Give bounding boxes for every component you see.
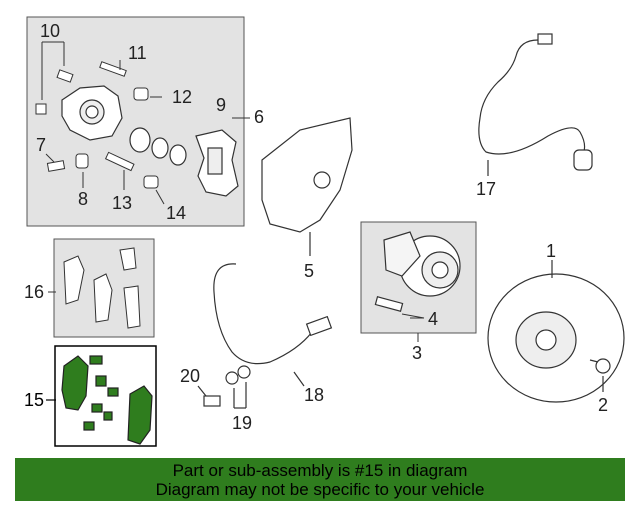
pad-clip-illustrations	[63, 247, 141, 329]
caliper-leader-lines	[41, 41, 250, 205]
callout-1: 1	[546, 241, 557, 261]
callout-9: 9	[216, 95, 227, 115]
callout-14: 14	[166, 203, 187, 223]
splash-shield-illustration	[261, 117, 353, 256]
bolt-illustrations	[35, 61, 159, 189]
callout-6: 6	[254, 107, 265, 127]
callout-4: 4	[428, 309, 439, 329]
caliper-assembly-panel	[26, 16, 250, 227]
callout-12: 12	[172, 87, 193, 107]
callout-8: 8	[78, 189, 89, 209]
hub-assembly-panel	[360, 221, 477, 342]
callout-2: 2	[598, 395, 609, 415]
callout-13: 13	[112, 193, 133, 213]
abs-sensor-upper-illustration	[478, 33, 593, 176]
piston-seal-illustration	[129, 127, 187, 166]
callout-7: 7	[36, 135, 47, 155]
rotor-screw-illustration	[589, 358, 611, 392]
abs-sensor-lower-illustration	[197, 263, 333, 409]
caliper-bracket-illustration	[195, 129, 239, 197]
callout-20: 20	[180, 366, 201, 386]
callout-17: 17	[476, 179, 497, 199]
callout-10: 10	[40, 21, 61, 41]
banner-line-2: Diagram may not be specific to your vehi…	[155, 480, 485, 499]
caliper-body-illustration	[61, 85, 123, 141]
hub-illustration	[374, 231, 461, 312]
brake-pad-illustrations	[61, 355, 153, 445]
callout-19: 19	[232, 413, 253, 433]
brake-rotor-illustration	[487, 260, 625, 403]
callout-15: 15	[24, 390, 45, 410]
callout-18: 18	[304, 385, 325, 405]
banner-line-1: Part or sub-assembly is #15 in diagram	[172, 461, 468, 480]
callout-3: 3	[412, 343, 423, 363]
callout-5: 5	[304, 261, 315, 281]
callout-16: 16	[24, 282, 45, 302]
hardware-kit-panel	[48, 238, 155, 338]
brake-pad-set-panel	[46, 345, 157, 447]
callout-11: 11	[128, 43, 147, 63]
fitment-notice-banner: Part or sub-assembly is #15 in diagram D…	[15, 458, 625, 501]
